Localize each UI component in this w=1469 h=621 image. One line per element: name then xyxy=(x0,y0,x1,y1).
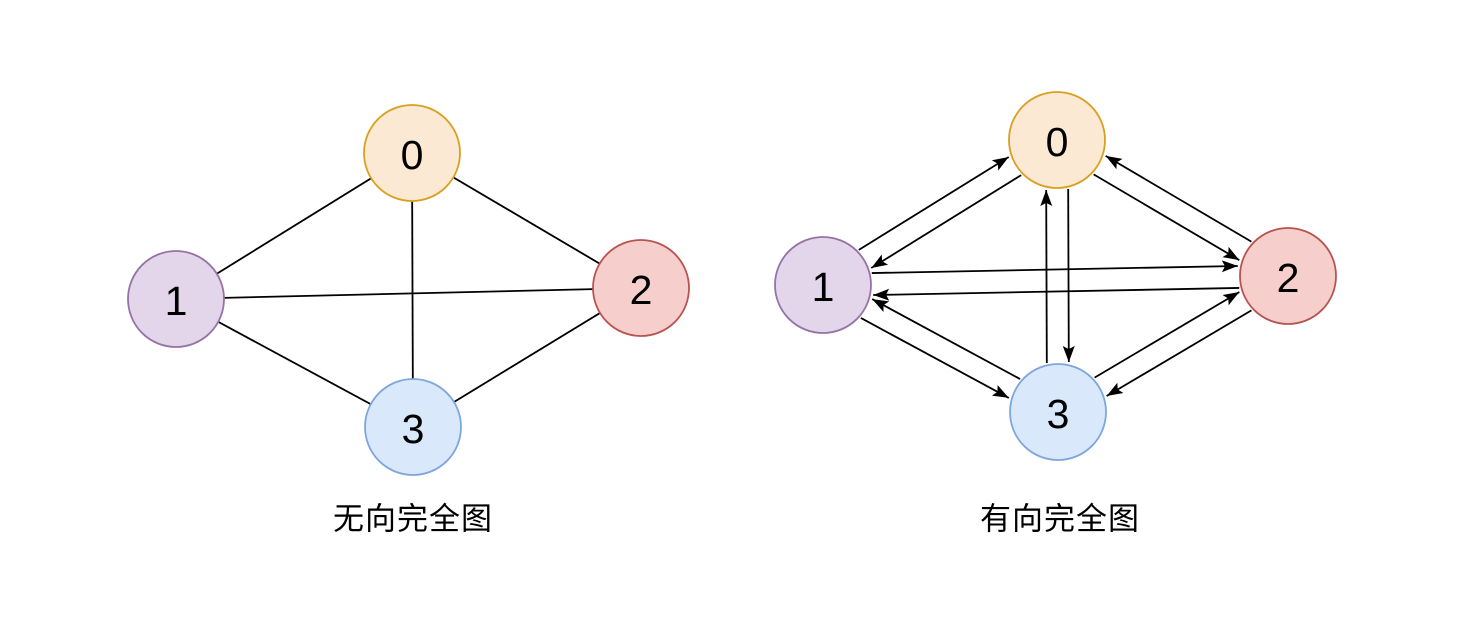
undirected-node-label-2: 2 xyxy=(630,267,653,313)
directed-edges xyxy=(858,155,1252,399)
undirected-node-2 xyxy=(592,239,690,337)
undirected-node-3 xyxy=(364,378,462,476)
arrow-3-to-1 xyxy=(871,298,1021,380)
arrow-0-to-1 xyxy=(870,174,1022,269)
directed-node-label-2: 2 xyxy=(1277,255,1300,301)
undirected-nodes: 0 1 2 3 xyxy=(127,104,690,476)
arrow-0-to-3 xyxy=(1062,188,1075,362)
arrow-2-to-0 xyxy=(1105,155,1252,243)
edge-1-2 xyxy=(175,287,642,300)
arrow-2-to-3 xyxy=(1106,309,1252,397)
directed-graph-title: 有向完全图 xyxy=(980,501,1140,537)
arrow-1-to-2 xyxy=(871,260,1238,274)
undirected-node-1 xyxy=(127,250,225,348)
directed-graph: 0 1 2 3 xyxy=(774,91,1337,461)
directed-nodes: 0 1 2 3 xyxy=(774,91,1337,461)
directed-node-3 xyxy=(1009,363,1107,461)
arrow-1-to-0 xyxy=(858,156,1010,251)
undirected-graph-title: 无向完全图 xyxy=(333,501,493,537)
directed-node-label-0: 0 xyxy=(1046,119,1069,165)
arrow-2-to-1 xyxy=(873,287,1240,301)
arrow-3-to-2 xyxy=(1094,291,1240,379)
undirected-graph: 0 1 2 3 xyxy=(127,104,690,476)
arrow-3-to-0 xyxy=(1040,190,1053,364)
arrow-1-to-3 xyxy=(860,317,1010,399)
directed-node-2 xyxy=(1239,227,1337,325)
arrow-0-to-2 xyxy=(1093,173,1240,261)
directed-node-label-1: 1 xyxy=(812,264,835,310)
undirected-node-label-3: 3 xyxy=(402,406,425,452)
directed-node-1 xyxy=(774,236,872,334)
directed-node-0 xyxy=(1008,91,1106,189)
undirected-node-label-0: 0 xyxy=(401,132,424,178)
directed-node-label-3: 3 xyxy=(1047,391,1070,437)
undirected-node-label-1: 1 xyxy=(165,278,188,324)
undirected-node-0 xyxy=(363,104,461,202)
